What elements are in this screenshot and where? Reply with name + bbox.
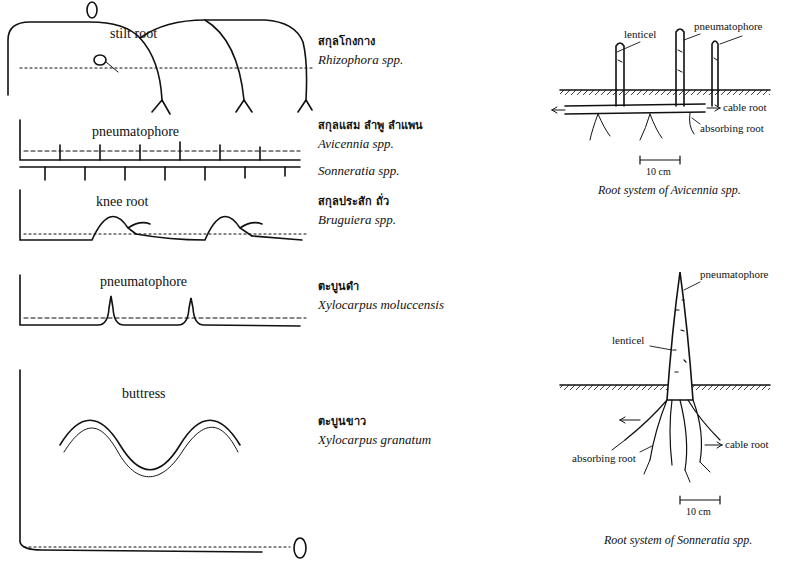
figure-caption: Root system of Sonneratia spp. — [604, 534, 752, 548]
knee-root-drawing — [20, 190, 306, 240]
thai-name: สกุลแสม ลำพู ลำแพน — [318, 120, 423, 133]
part-label: pneumatophore — [694, 20, 762, 33]
genus-name: Avicennia spp. — [318, 137, 394, 152]
part-label: knee root — [96, 194, 148, 210]
part-label: buttress — [122, 386, 166, 402]
part-label: stilt root — [110, 26, 157, 42]
part-label: pneumatophore — [100, 274, 187, 290]
thai-name: สกุลประสัก ถั่ว — [318, 196, 389, 209]
buttress-drawing — [20, 370, 306, 558]
part-label: absorbing root — [572, 452, 636, 465]
thai-name: ตะบูนขาว — [318, 416, 366, 429]
pneumatophore-drawing — [20, 120, 300, 180]
scale-label: 10 cm — [686, 506, 711, 518]
sonneratia-root-system — [560, 272, 770, 504]
part-label: pneumatophore — [92, 124, 179, 140]
part-label: absorbing root — [700, 122, 764, 135]
genus-name: Bruguiera spp. — [318, 213, 396, 228]
genus-name: Rhizophora spp. — [318, 53, 403, 68]
genus-name: Xylocarpus granatum — [318, 433, 431, 448]
part-label: cable root — [723, 101, 767, 114]
thai-name: ตะบูนดำ — [318, 281, 359, 294]
avicennia-root-system — [552, 29, 770, 164]
part-label: lenticel — [624, 28, 656, 41]
figure-caption: Root system of Avicennia spp. — [598, 184, 741, 198]
part-label: cable root — [725, 438, 769, 451]
pneumatophore-drawing — [20, 275, 306, 326]
thai-name: สกุลโกงกาง — [318, 36, 375, 49]
genus-name: Sonneratia spp. — [318, 164, 400, 179]
scale-label: 10 cm — [646, 166, 671, 178]
part-label: lenticel — [612, 334, 644, 347]
genus-name: Xylocarpus moluccensis — [318, 298, 444, 313]
stilt-root-drawing — [8, 2, 312, 114]
part-label: pneumatophore — [700, 268, 768, 281]
